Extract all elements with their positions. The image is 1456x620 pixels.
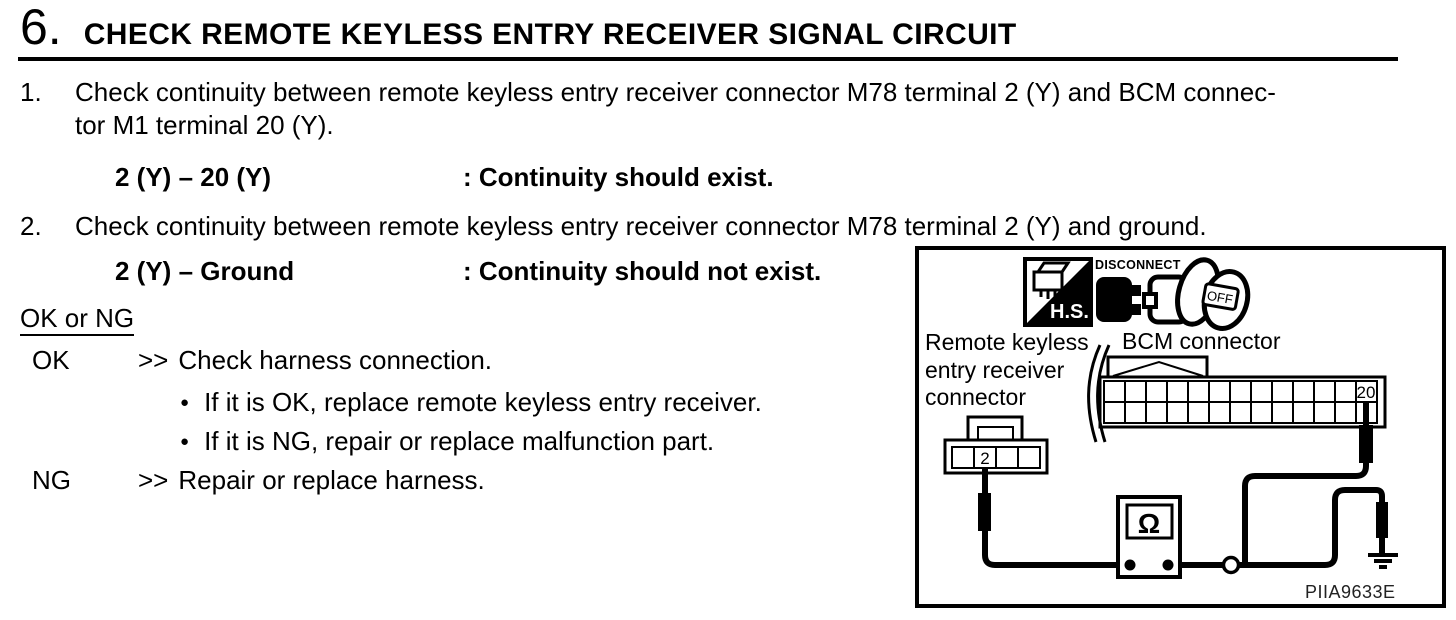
ohmmeter-icon: Ω bbox=[1116, 495, 1182, 579]
spec-1-result: : Continuity should exist. bbox=[463, 162, 774, 192]
junction-node bbox=[1221, 555, 1241, 575]
ok-sub-item-1: ● If it is OK, replace remote keyless en… bbox=[180, 387, 762, 417]
wiring-diagram: 20 2 bbox=[925, 257, 1398, 602]
step-2-text-line-1: Check continuity between remote keyless … bbox=[75, 211, 1207, 241]
receiver-label-line-2: entry receiver bbox=[925, 357, 1065, 383]
receiver-connector-drawing: 2 bbox=[943, 415, 1049, 475]
spec-2-terminals: 2 (Y) – Ground bbox=[115, 256, 295, 286]
section-number: 6. bbox=[20, 0, 62, 55]
key-off-icon: OFF bbox=[1175, 257, 1251, 331]
disconnect-icon-label: DISCONNECT bbox=[1095, 258, 1181, 272]
ok-sub-item-2-text: If it is NG, repair or replace malfuncti… bbox=[204, 426, 715, 456]
harness-break-squiggle bbox=[1087, 344, 1111, 443]
ohm-symbol: Ω bbox=[1138, 508, 1160, 539]
result-ng-action: Repair or replace harness. bbox=[178, 465, 485, 495]
bullet-icon: ● bbox=[180, 393, 190, 411]
spec-1-terminals: 2 (Y) – 20 (Y) bbox=[115, 162, 272, 192]
result-row-ng: NG >> Repair or replace harness. bbox=[32, 465, 485, 496]
figure-labels: Remote keyless entry receiver connector … bbox=[925, 328, 1281, 410]
test-lead-wires bbox=[982, 402, 1385, 568]
section-title: CHECK REMOTE KEYLESS ENTRY RECEIVER SIGN… bbox=[83, 18, 1017, 51]
step-1-text: Check continuity between remote keyless … bbox=[75, 76, 1276, 142]
result-ng-label: NG bbox=[32, 465, 71, 495]
receiver-label-line-1: Remote keyless bbox=[925, 329, 1089, 355]
step-1-text-line-2: tor M1 terminal 20 (Y). bbox=[75, 110, 334, 140]
header-divider bbox=[18, 57, 1398, 61]
step-2-text: Check continuity between remote keyless … bbox=[75, 210, 1207, 243]
step-2-number: 2. bbox=[20, 211, 42, 241]
receiver-terminal-2-label: 2 bbox=[980, 449, 989, 468]
ground-icon bbox=[1368, 553, 1398, 569]
probe-tip-receiver bbox=[978, 493, 991, 531]
ok-sub-item-1-text: If it is OK, replace remote keyless entr… bbox=[204, 387, 762, 417]
ok-sub-item-2: ● If it is NG, repair or replace malfunc… bbox=[180, 426, 714, 456]
hs-icon-label: H.S. bbox=[1050, 301, 1089, 323]
hs-icon: H.S. bbox=[1023, 257, 1093, 327]
wiring-diagram-figure: 20 2 bbox=[915, 246, 1446, 608]
probe-tip-bcm bbox=[1359, 425, 1373, 463]
result-ok-label: OK bbox=[32, 345, 70, 375]
key-off-label: OFF bbox=[1206, 288, 1234, 307]
ok-or-ng-heading: OK or NG bbox=[20, 303, 135, 336]
result-ok-action: Check harness connection. bbox=[178, 345, 492, 375]
result-row-ok: OK >> Check harness connection. bbox=[32, 345, 492, 376]
bullet-icon: ● bbox=[180, 432, 190, 450]
step-2: 2. Check continuity between remote keyle… bbox=[20, 210, 1207, 243]
probe-tip-ground bbox=[1376, 502, 1388, 538]
disconnect-icon: DISCONNECT bbox=[1095, 258, 1190, 325]
continuity-spec-1: 2 (Y) – 20 (Y) : Continuity should exist. bbox=[115, 162, 774, 192]
section-header: 6. CHECK REMOTE KEYLESS ENTRY RECEIVER S… bbox=[20, 2, 1017, 52]
continuity-spec-2: 2 (Y) – Ground : Continuity should not ex… bbox=[115, 256, 821, 286]
bcm-connector-drawing: 20 bbox=[1098, 355, 1387, 429]
bcm-terminal-20-label: 20 bbox=[1357, 383, 1376, 402]
spec-2-result: : Continuity should not exist. bbox=[463, 256, 822, 286]
step-1: 1. Check continuity between remote keyle… bbox=[20, 76, 1276, 142]
bcm-connector-label: BCM connector bbox=[1122, 328, 1281, 354]
receiver-label-line-3: connector bbox=[925, 384, 1026, 410]
figure-id: PIIA9633E bbox=[1305, 582, 1396, 602]
result-ok-arrow: >> bbox=[138, 345, 169, 375]
step-1-text-line-1: Check continuity between remote keyless … bbox=[75, 77, 1276, 107]
result-ng-arrow: >> bbox=[138, 465, 169, 495]
step-1-number: 1. bbox=[20, 77, 42, 107]
